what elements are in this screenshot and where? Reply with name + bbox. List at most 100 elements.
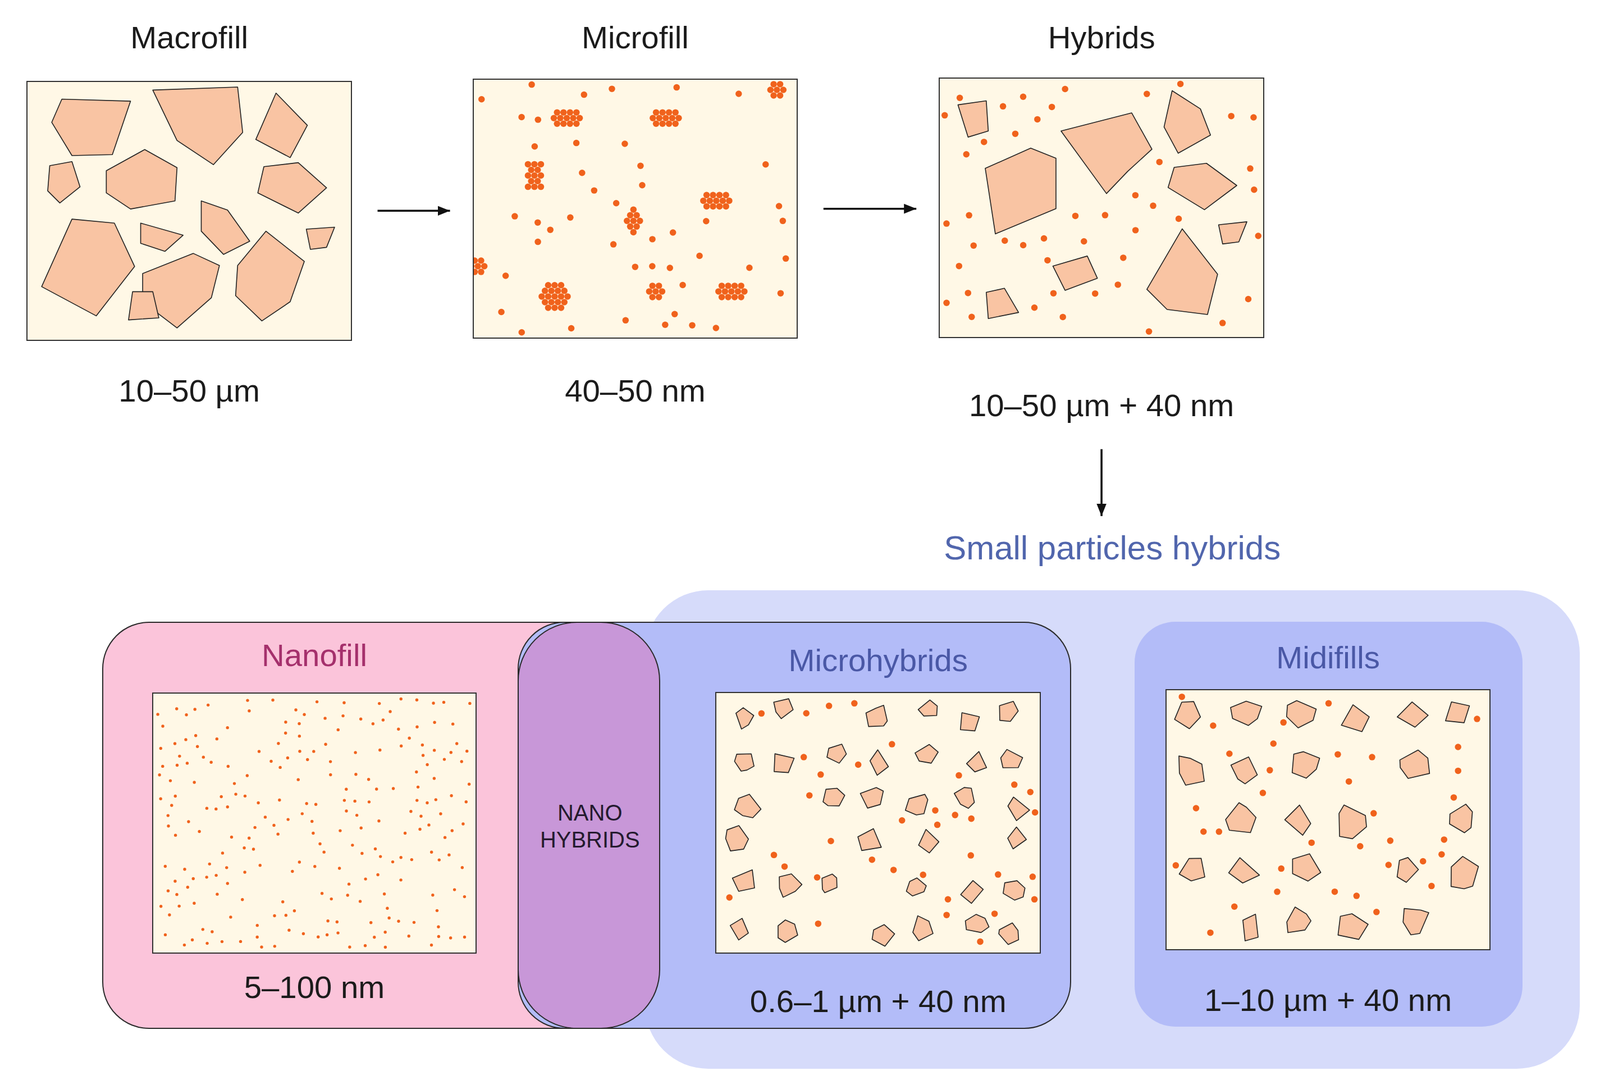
- nano-particle: [293, 908, 296, 912]
- nano-particle: [358, 899, 362, 903]
- nano-particle: [415, 724, 419, 728]
- nano-particle: [1384, 861, 1392, 868]
- nano-particle: [297, 721, 301, 725]
- nano-particle: [383, 930, 387, 934]
- nano-particle: [1473, 715, 1481, 722]
- nano-particle: [226, 805, 230, 808]
- nano-particle: [700, 197, 707, 204]
- panel-title: Microfill: [581, 18, 689, 57]
- nano-particle: [442, 700, 446, 703]
- nano-particle: [567, 213, 574, 221]
- filler-particle: [1178, 857, 1205, 881]
- nano-particle: [443, 835, 447, 839]
- nano-particle: [524, 161, 532, 168]
- nano-particle: [382, 891, 386, 895]
- nano-particle: [432, 748, 436, 752]
- nano-particle: [343, 798, 346, 802]
- filler-particle: [779, 873, 802, 898]
- group-label: Small particles hybrids: [943, 527, 1281, 569]
- nano-particle: [175, 706, 178, 710]
- filler-particle: [954, 787, 975, 809]
- nano-particle: [1356, 842, 1364, 850]
- filler-particle: [826, 743, 847, 763]
- nano-particle: [1231, 902, 1238, 910]
- flow-arrow: [823, 207, 917, 210]
- filler-particle: [1284, 804, 1311, 835]
- nano-particle: [637, 162, 644, 169]
- nano-particle: [566, 120, 574, 127]
- nano-particle: [473, 268, 478, 275]
- nano-particle: [590, 186, 598, 194]
- nano-particle: [1246, 165, 1254, 172]
- nano-particle: [1132, 226, 1140, 233]
- filler-panel: Hybrids10–50 µm + 40 nm: [938, 10, 1265, 441]
- nano-particle: [1386, 837, 1394, 844]
- nano-particle: [943, 220, 950, 227]
- nano-particle: [534, 238, 542, 245]
- filler-particle: [958, 101, 989, 138]
- nano-particle: [658, 288, 666, 295]
- nano-particle: [460, 759, 464, 763]
- nano-particle: [205, 806, 209, 809]
- filler-particle: [915, 744, 939, 763]
- nano-particle: [336, 930, 340, 934]
- nano-particle: [197, 829, 201, 832]
- filler-particle: [906, 878, 927, 896]
- nano-particle: [1031, 808, 1039, 816]
- nano-particle: [551, 281, 559, 288]
- filler-particle: [1008, 797, 1031, 821]
- nano-particle: [688, 321, 696, 328]
- nano-particle: [435, 908, 439, 912]
- nano-particle: [648, 282, 656, 289]
- filler-particle: [256, 92, 308, 158]
- nano-particle: [648, 235, 656, 242]
- nano-particle: [481, 262, 488, 269]
- nano-particle: [226, 881, 230, 885]
- sample-frame: [152, 692, 477, 954]
- nano-particle: [1001, 237, 1009, 244]
- nano-particle: [175, 892, 178, 895]
- filler-particle: [774, 698, 794, 719]
- filler-particle: [732, 869, 755, 891]
- nano-particle: [387, 915, 391, 919]
- nano-particle: [648, 262, 656, 269]
- nano-particle: [560, 120, 568, 127]
- filler-particle: [961, 880, 984, 904]
- filler-particle: [730, 918, 749, 941]
- nano-particle: [569, 114, 577, 121]
- category-title: Midifills: [1276, 638, 1380, 677]
- nano-particle: [612, 199, 620, 207]
- filler-illustration: [27, 81, 351, 340]
- nano-particle: [541, 298, 548, 305]
- nano-particle: [300, 811, 304, 815]
- nano-particle: [1255, 232, 1263, 239]
- nano-particle: [661, 321, 669, 328]
- nano-particle: [722, 192, 730, 199]
- nano-particle: [746, 264, 753, 271]
- nano-particle: [652, 288, 660, 295]
- nano-particle: [219, 794, 223, 798]
- nano-particle: [1031, 304, 1039, 311]
- nano-particle: [580, 91, 588, 98]
- nano-particle: [378, 854, 382, 858]
- nano-particle: [1027, 788, 1035, 796]
- nano-particle: [290, 869, 294, 872]
- nano-particle: [186, 819, 190, 823]
- band-label: NANO HYBRIDS: [525, 799, 655, 854]
- nano-particle: [473, 262, 475, 269]
- nano-particle: [1277, 865, 1285, 872]
- nano-particle: [1438, 850, 1446, 858]
- nano-particle: [425, 800, 429, 804]
- nano-particle: [967, 852, 975, 859]
- nano-particle: [719, 197, 726, 204]
- filler-particle: [140, 222, 184, 251]
- nano-particle: [316, 934, 320, 938]
- nano-particle: [1132, 192, 1140, 199]
- nano-particle: [464, 800, 468, 803]
- filler-particle: [1000, 749, 1023, 768]
- sample-frame: [715, 691, 1041, 953]
- nano-particle: [534, 166, 542, 173]
- nano-particle: [712, 324, 720, 331]
- nano-particle: [800, 753, 808, 761]
- nano-particle: [869, 856, 876, 863]
